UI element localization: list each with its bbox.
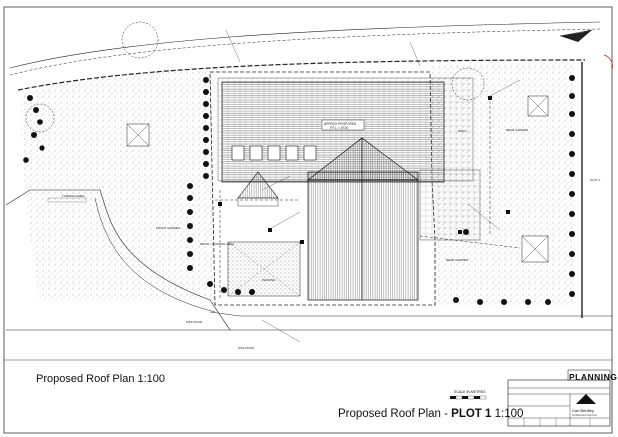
north-arrow-icon bbox=[559, 29, 593, 42]
tree-line bbox=[23, 75, 575, 305]
label-drive-turning: DRIVE / TURNING AREA bbox=[200, 242, 235, 246]
label-rear-garden-top: REAR GARDEN bbox=[506, 128, 529, 132]
leader-lines bbox=[225, 29, 521, 343]
sheet-border bbox=[3, 6, 613, 434]
front-garden-area bbox=[20, 70, 215, 300]
label-patio: PATIO bbox=[458, 129, 467, 133]
caption-plot-title: Proposed Roof Plan - PLOT 1 1:100 bbox=[338, 408, 523, 420]
tree-canopies bbox=[25, 21, 485, 133]
architect-name: Carl Bentley bbox=[572, 408, 594, 413]
porch-roof bbox=[237, 171, 279, 207]
caption-scale: 1:100 bbox=[491, 408, 524, 420]
top-boundary bbox=[9, 21, 601, 91]
site-road bbox=[209, 311, 612, 331]
roof-label-box bbox=[321, 119, 365, 131]
architect-subtitle: Architectural Services bbox=[572, 414, 598, 417]
label-plot2: PLOT 2 bbox=[590, 178, 601, 182]
label-site-road-2: SITE ROAD bbox=[238, 346, 255, 350]
label-rear-garden-right: REAR GARDEN bbox=[446, 258, 469, 262]
roof-label-approx: APPROX PROPOSED bbox=[324, 122, 357, 126]
drainage-runs bbox=[215, 96, 521, 300]
scale-label: SCALE IN METRES bbox=[454, 390, 486, 394]
garden-sheds bbox=[126, 95, 549, 263]
caption-plot: PLOT 1 bbox=[451, 408, 492, 420]
roof-label-ffl: F.F.L = 19.00 bbox=[330, 126, 349, 130]
red-boundary-mark bbox=[603, 54, 613, 71]
turning-head bbox=[5, 189, 231, 331]
label-turning-area: TURNING AREA bbox=[62, 194, 85, 198]
label-parking: PARKING bbox=[262, 278, 276, 282]
drainage-nodes bbox=[218, 96, 510, 244]
caption-proposed-roof-plan: Proposed Roof Plan 1:100 bbox=[36, 373, 166, 385]
scale-bar bbox=[450, 395, 487, 400]
caption-prefix: Proposed Roof Plan - bbox=[338, 408, 452, 420]
planning-stamp: PLANNING bbox=[569, 372, 618, 382]
title-block bbox=[507, 369, 611, 427]
gable-wing-roof bbox=[306, 137, 420, 301]
label-front-garden: FRONT GARDEN bbox=[156, 226, 180, 230]
plot-boundary bbox=[209, 71, 436, 306]
rooflights bbox=[231, 145, 317, 161]
label-site-road: SITE ROAD bbox=[186, 320, 203, 324]
